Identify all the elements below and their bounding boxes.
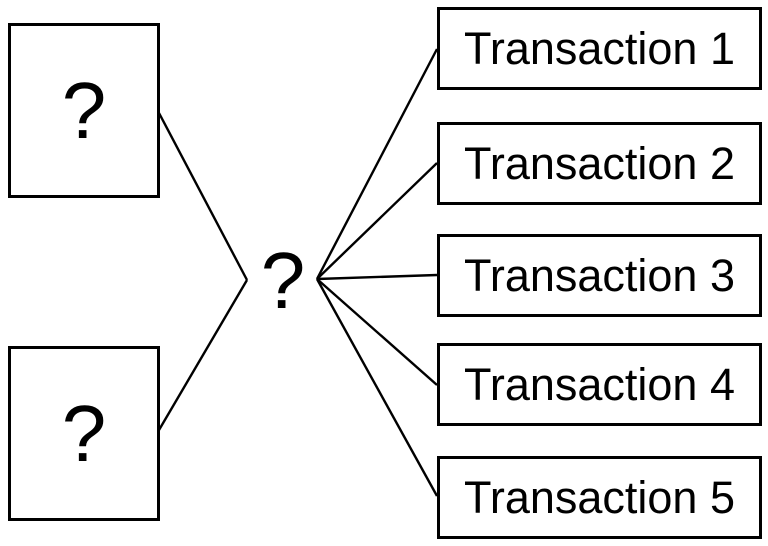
connector-center-to-transaction-4 xyxy=(316,278,438,386)
unknown-node-bottom-label: ? xyxy=(61,388,107,478)
connector-center-to-transaction-1 xyxy=(315,48,439,280)
transaction-node-4: Transaction 4 xyxy=(437,343,762,426)
connector-center-to-transaction-3 xyxy=(316,273,438,281)
transaction-node-5: Transaction 5 xyxy=(437,456,762,539)
unknown-node-top-label: ? xyxy=(61,65,107,155)
center-unknown-node: ? xyxy=(261,241,306,321)
transaction-node-1: Transaction 1 xyxy=(437,7,762,90)
transaction-node-3-label: Transaction 3 xyxy=(464,249,735,301)
center-unknown-label: ? xyxy=(260,236,306,325)
connector-center-to-transaction-5 xyxy=(315,278,439,497)
transaction-node-3: Transaction 3 xyxy=(437,234,762,317)
connector-unknown-bottom-to-center xyxy=(157,279,249,431)
connector-unknown-top-to-center xyxy=(157,112,249,281)
transaction-node-2: Transaction 2 xyxy=(437,122,762,205)
connector-center-to-transaction-2 xyxy=(316,162,438,280)
transaction-node-5-label: Transaction 5 xyxy=(464,471,735,523)
transaction-node-1-label: Transaction 1 xyxy=(464,22,735,74)
transaction-node-2-label: Transaction 2 xyxy=(464,137,735,189)
unknown-node-bottom: ? xyxy=(8,346,160,521)
transaction-node-4-label: Transaction 4 xyxy=(464,358,735,410)
unknown-node-top: ? xyxy=(8,23,160,198)
